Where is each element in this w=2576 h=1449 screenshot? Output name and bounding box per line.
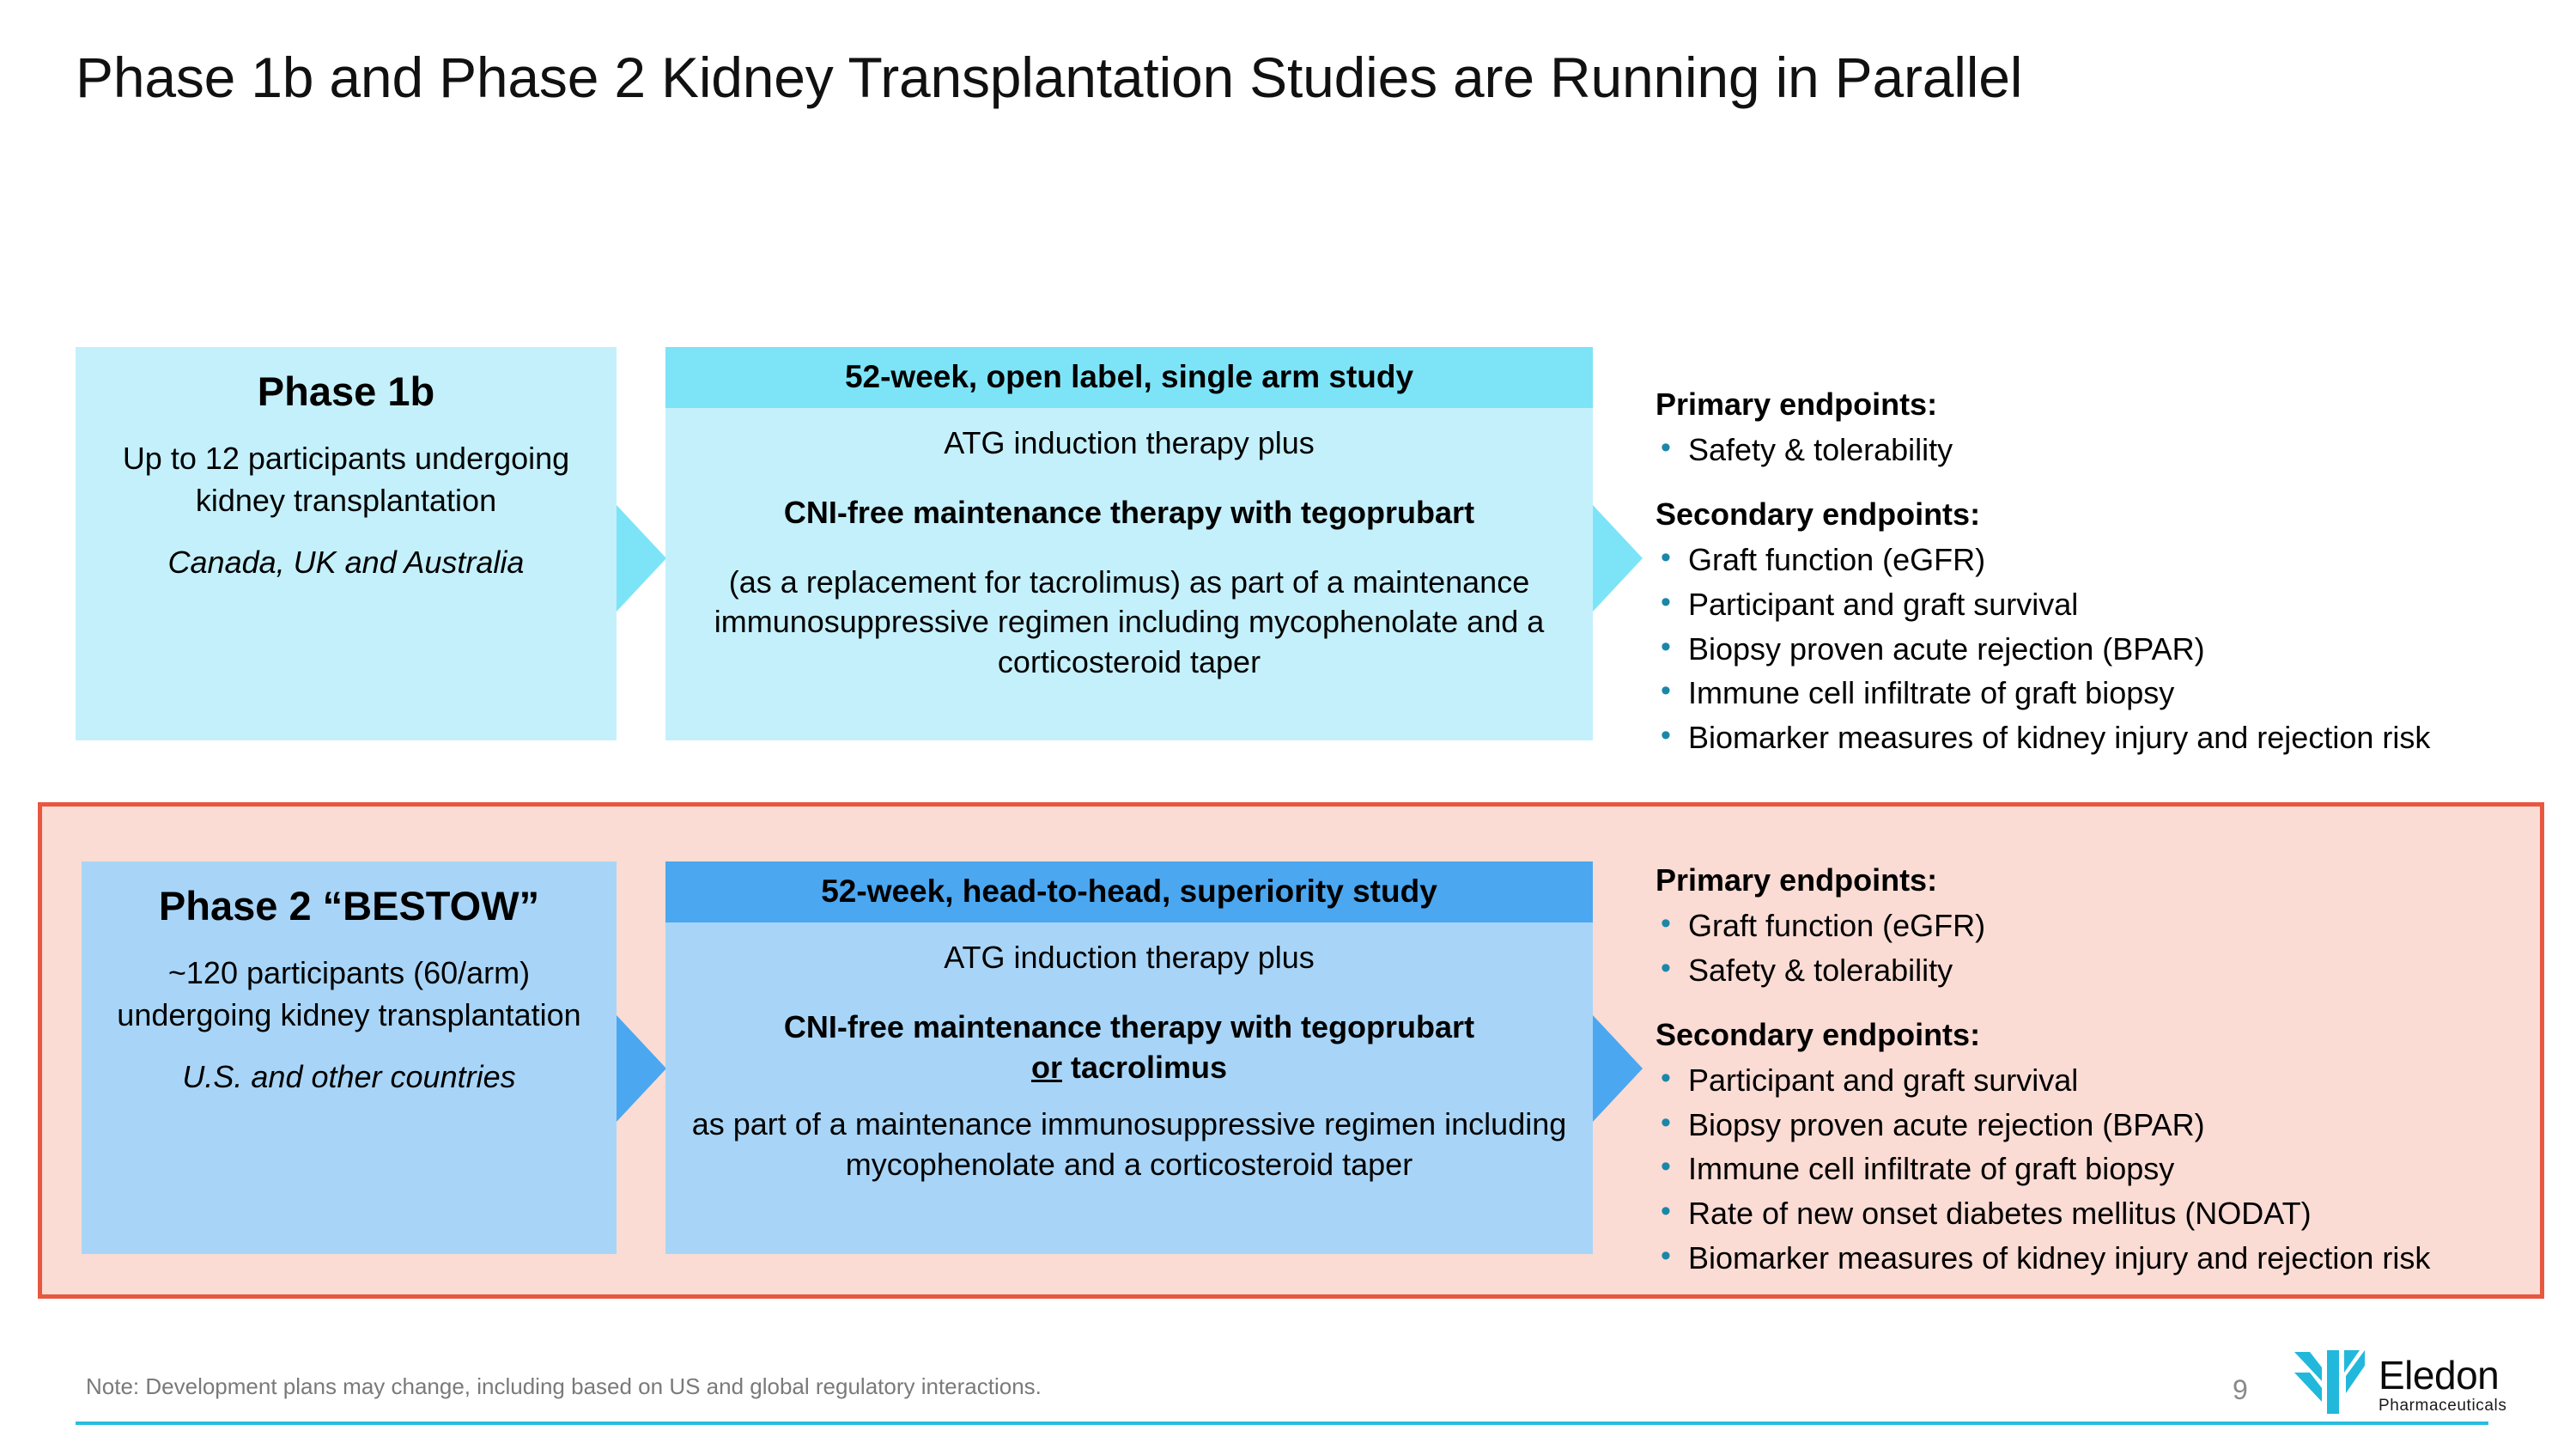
phase1-primary-list: Safety & tolerability [1656,427,2549,472]
phase1-primary-title: Primary endpoints: [1656,387,1938,422]
phase2-region: U.S. and other countries [182,1058,516,1094]
phase1-study-body: ATG induction therapy plus CNI-free main… [665,408,1593,691]
phase2-primary-title: Primary endpoints: [1656,862,1938,898]
eledon-wing-icon [2293,1349,2366,1420]
phase2-arrow-left [617,1015,666,1122]
logo-subtitle: Pharmaceuticals [2379,1396,2507,1415]
phase1-endpoints: Primary endpoints: Safety & tolerability… [1656,385,2549,760]
list-item: Safety & tolerability [1656,427,2549,472]
phase1-secondary-title: Secondary endpoints: [1656,496,1981,532]
phase2-study-body: ATG induction therapy plus CNI-free main… [665,922,1593,1194]
phase1-name: Phase 1b [257,368,435,414]
list-item: Biomarker measures of kidney injury and … [1656,1235,2549,1281]
phase2-secondary-title: Secondary endpoints: [1656,1016,1981,1052]
list-item: Rate of new onset diabetes mellitus (NOD… [1656,1190,2549,1236]
phase1-participants: Up to 12 participants undergoing kidney … [122,441,570,518]
list-item: Participant and graft survival [1656,1057,2549,1103]
eledon-logo: Eledon Pharmaceuticals [2293,1349,2506,1420]
page-number: 9 [2233,1374,2248,1405]
list-item: Participant and graft survival [1656,581,2549,627]
phase2-secondary-list: Participant and graft survival Biopsy pr… [1656,1057,2549,1281]
phase1-secondary-list: Graft function (eGFR) Participant and gr… [1656,537,2549,760]
phase2-line-2b: or tacrolimus [683,1048,1576,1088]
phase2-endpoints: Primary endpoints: Graft function (eGFR)… [1656,861,2549,1281]
footer-note: Note: Development plans may change, incl… [86,1373,1042,1399]
phase2-line-1: ATG induction therapy plus [944,940,1315,975]
phase1-region: Canada, UK and Australia [167,544,525,580]
phase2-or-underline: or [1030,1049,1062,1085]
list-item: Biopsy proven acute rejection (BPAR) [1656,626,2549,672]
list-item: Safety & tolerability [1656,947,2549,993]
phase2-tacrolimus: tacrolimus [1061,1049,1228,1085]
phase2-arrow-right [1593,1015,1643,1122]
phase2-left-box: Phase 2 “BESTOW” ~120 participants (60/a… [82,861,617,1254]
phase1-line-2: CNI-free maintenance therapy with tegopr… [783,494,1475,530]
list-item: Immune cell infiltrate of graft biopsy [1656,670,2549,715]
phase1-mid-box: 52-week, open label, single arm study AT… [665,347,1593,740]
list-item: Graft function (eGFR) [1656,903,2549,948]
phase2-participants: ~120 participants (60/arm) undergoing ki… [117,955,581,1032]
phase2-name: Phase 2 “BESTOW” [158,883,540,928]
list-item: Graft function (eGFR) [1656,537,2549,582]
phase1-arrow-right [1593,505,1643,612]
footer-divider [76,1422,2488,1425]
list-item: Immune cell infiltrate of graft biopsy [1656,1146,2549,1191]
phase1-study-header: 52-week, open label, single arm study [665,347,1593,408]
phase1-line-1: ATG induction therapy plus [944,425,1315,460]
phase2-mid-box: 52-week, head-to-head, superiority study… [665,861,1593,1254]
list-item: Biomarker measures of kidney injury and … [1656,715,2549,760]
logo-name: Eledon [2379,1352,2500,1397]
phase2-line-3: as part of a maintenance immunosuppressi… [691,1106,1567,1183]
phase2-line-2a: CNI-free maintenance therapy with tegopr… [783,1008,1475,1044]
phase1-line-3: (as a replacement for tacrolimus) as par… [714,563,1545,680]
page-title: Phase 1b and Phase 2 Kidney Transplantat… [76,46,2023,109]
phase1-left-box: Phase 1b Up to 12 participants undergoin… [76,347,617,740]
list-item: Biopsy proven acute rejection (BPAR) [1656,1102,2549,1148]
phase1-arrow-left [617,505,666,612]
phase2-study-header: 52-week, head-to-head, superiority study [665,861,1593,922]
eledon-wordmark: Eledon Pharmaceuticals [2379,1355,2506,1414]
phase2-primary-list: Graft function (eGFR) Safety & tolerabil… [1656,903,2549,993]
